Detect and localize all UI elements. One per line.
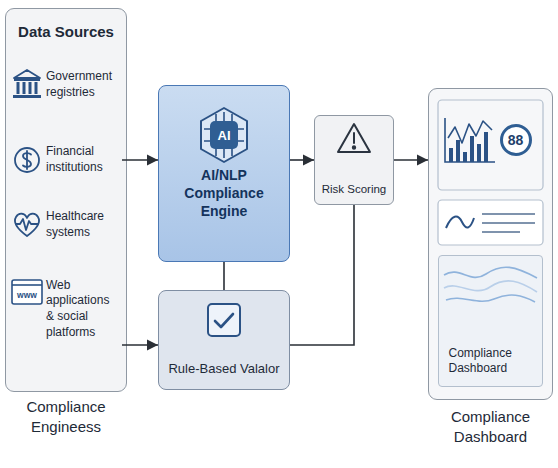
source-item: Healthcare systems <box>10 200 122 250</box>
node-heading: Compliance Engineess <box>6 397 126 436</box>
node-label: Web applications & social platforms <box>46 278 120 340</box>
node-label: Data Sources <box>6 23 126 40</box>
web-label: www <box>13 286 41 303</box>
node-label: Healthcare systems <box>46 209 120 240</box>
node-label: Risk Scoring <box>322 183 387 195</box>
node-label: Rule-Based Valalor <box>168 361 279 376</box>
dashboard-panel: Compliance Dashboard88Compliance Dashboa… <box>428 88 553 400</box>
node-label: Government registries <box>46 69 120 100</box>
node-label: Compliance Dashboard <box>449 346 532 376</box>
source-item: Web applications & social platforms <box>10 262 122 357</box>
flow-connector <box>290 159 314 161</box>
engine-box: AI/NLP Compliance Engine <box>158 85 290 262</box>
node-label: AI/NLP Compliance Engine <box>162 166 286 221</box>
dashboard-card: Compliance Dashboard <box>438 255 543 387</box>
validator-box: Rule-Based Valalor <box>158 290 290 390</box>
node-label: Financial institutions <box>46 144 120 175</box>
score-circle: 88 <box>500 124 532 156</box>
flow-connector <box>223 262 225 290</box>
chip-label: AI <box>210 121 238 149</box>
node-label: Compliance Dashboard <box>429 407 552 446</box>
flow-connector <box>394 159 428 161</box>
flow-connector <box>122 344 158 346</box>
source-item: Financial institutions <box>10 135 122 185</box>
risk-box: Risk Scoring <box>314 115 394 205</box>
source-panel: Data SourcesCompliance EngineessGovernme… <box>5 8 127 392</box>
flow-connector <box>122 159 158 161</box>
source-item: Government registries <box>10 60 122 110</box>
node-label: 88 <box>508 132 524 148</box>
flow-connector <box>290 205 354 345</box>
